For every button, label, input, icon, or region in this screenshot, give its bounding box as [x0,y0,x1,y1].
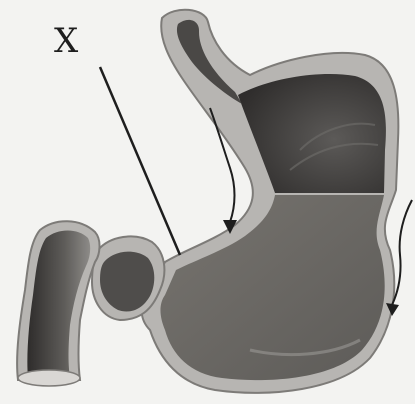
duodenum-opening [18,370,80,386]
label-x: X [54,21,79,61]
label-pointer-line [100,67,180,255]
